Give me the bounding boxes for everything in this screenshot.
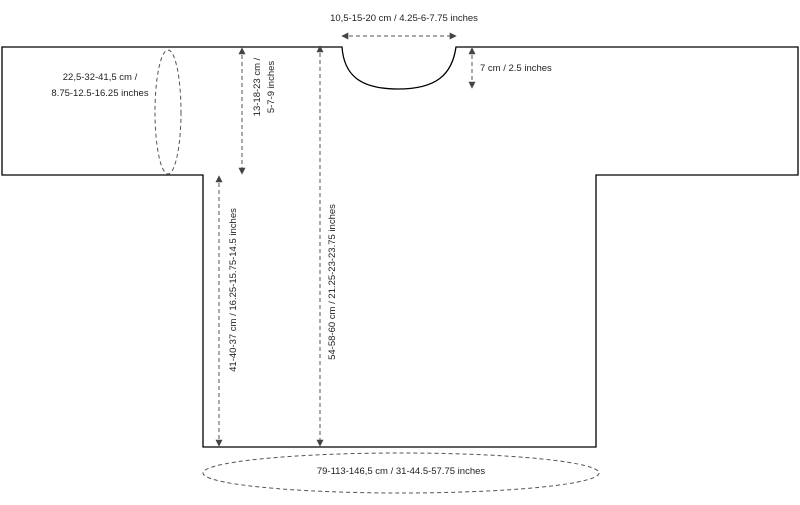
hem-circumference-ellipse (202, 452, 600, 494)
sleeve-circumference-label-in: 8.75-12.5-16.25 inches (51, 88, 148, 99)
garment-outline (1, 46, 799, 448)
sleeve-circumference-label-cm: 22,5-32-41,5 cm / (63, 72, 138, 83)
total-length-label: 54-58-60 cm / 21.25-23-23.75 inches (327, 204, 338, 360)
body-length-label: 41-40-37 cm / 16.25-15.75-14.5 inches (228, 208, 239, 372)
neck-width-label: 10,5-15-20 cm / 4.25-6-7.75 inches (330, 13, 478, 24)
hem-circumference-label: 79-113-146,5 cm / 31-44.5-57.75 inches (317, 466, 486, 477)
sleeve-width-label-cm: 13-18-23 cm / (252, 57, 263, 116)
sleeve-circumference-ellipse (154, 49, 182, 175)
sleeve-width-label-in: 5-7-9 inches (266, 61, 277, 114)
neck-depth-label: 7 cm / 2.5 inches (480, 63, 552, 74)
